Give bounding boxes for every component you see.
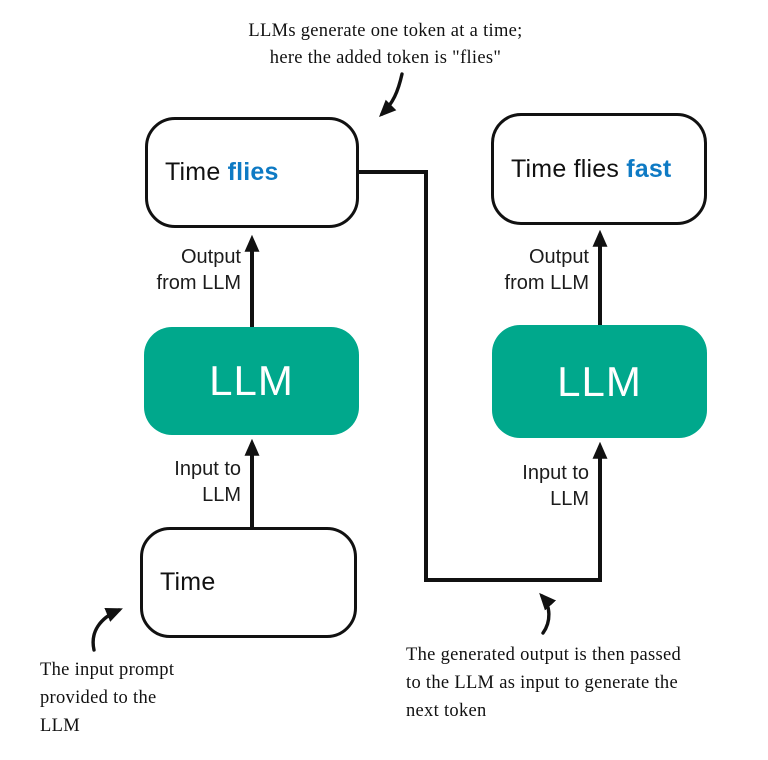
input-to-llm-label-right: Input to LLM [522, 460, 589, 512]
input-label-line2: LLM [202, 484, 241, 506]
annotation-bl-line2: provided to the [40, 688, 157, 708]
output-box-time-flies-fast: Time flies fast [491, 113, 707, 225]
input-label-line2: LLM [550, 488, 589, 510]
output-label-line2: from LLM [504, 272, 589, 294]
annotation-br-line1: The generated output is then passed [406, 645, 682, 665]
annotation-top-line1: LLMs generate one token at a time; [248, 21, 523, 41]
llm-box-1: LLM [144, 327, 359, 435]
output-box-time-flies: Time flies [145, 117, 359, 228]
llm-box-2-label: LLM [557, 357, 642, 405]
curved-annotation-arrow-icon-top [378, 72, 404, 118]
input-box-text: Time [160, 568, 216, 596]
annotation-input-prompt: The input prompt provided to the LLM [40, 656, 280, 740]
output-box-2-prefix: Time flies [511, 154, 627, 183]
annotation-feedback-loop: The generated output is then passed to t… [406, 641, 751, 725]
input-label-line1: Input to [174, 458, 241, 480]
input-to-llm-label-left: Input to LLM [174, 456, 241, 508]
llm-box-2: LLM [492, 325, 707, 438]
input-box-time: Time [140, 527, 357, 638]
output-label-line2: from LLM [156, 272, 241, 294]
annotation-bl-line3: LLM [40, 716, 80, 736]
output-box-2-new-token: fast [626, 154, 672, 183]
annotation-top: LLMs generate one token at a time; here … [178, 18, 593, 72]
input-label-line1: Input to [522, 462, 589, 484]
output-label-line1: Output [180, 246, 241, 268]
annotation-br-line2: to the LLM as input to generate the [406, 673, 678, 693]
output-label-line1: Output [528, 246, 589, 268]
curved-annotation-arrow-icon-feedback [539, 592, 557, 635]
output-box-1-prefix: Time [165, 158, 228, 186]
annotation-bl-line1: The input prompt [40, 660, 175, 680]
output-from-llm-label-left: Output from LLM [157, 244, 241, 296]
curved-annotation-arrow-icon-input-prompt [91, 608, 123, 652]
llm-box-1-label: LLM [209, 357, 294, 404]
annotation-br-line3: next token [406, 701, 487, 721]
annotation-top-line2: here the added token is "flies" [269, 48, 502, 68]
output-box-1-new-token: flies [227, 158, 279, 186]
output-from-llm-label-right: Output from LLM [505, 244, 589, 296]
